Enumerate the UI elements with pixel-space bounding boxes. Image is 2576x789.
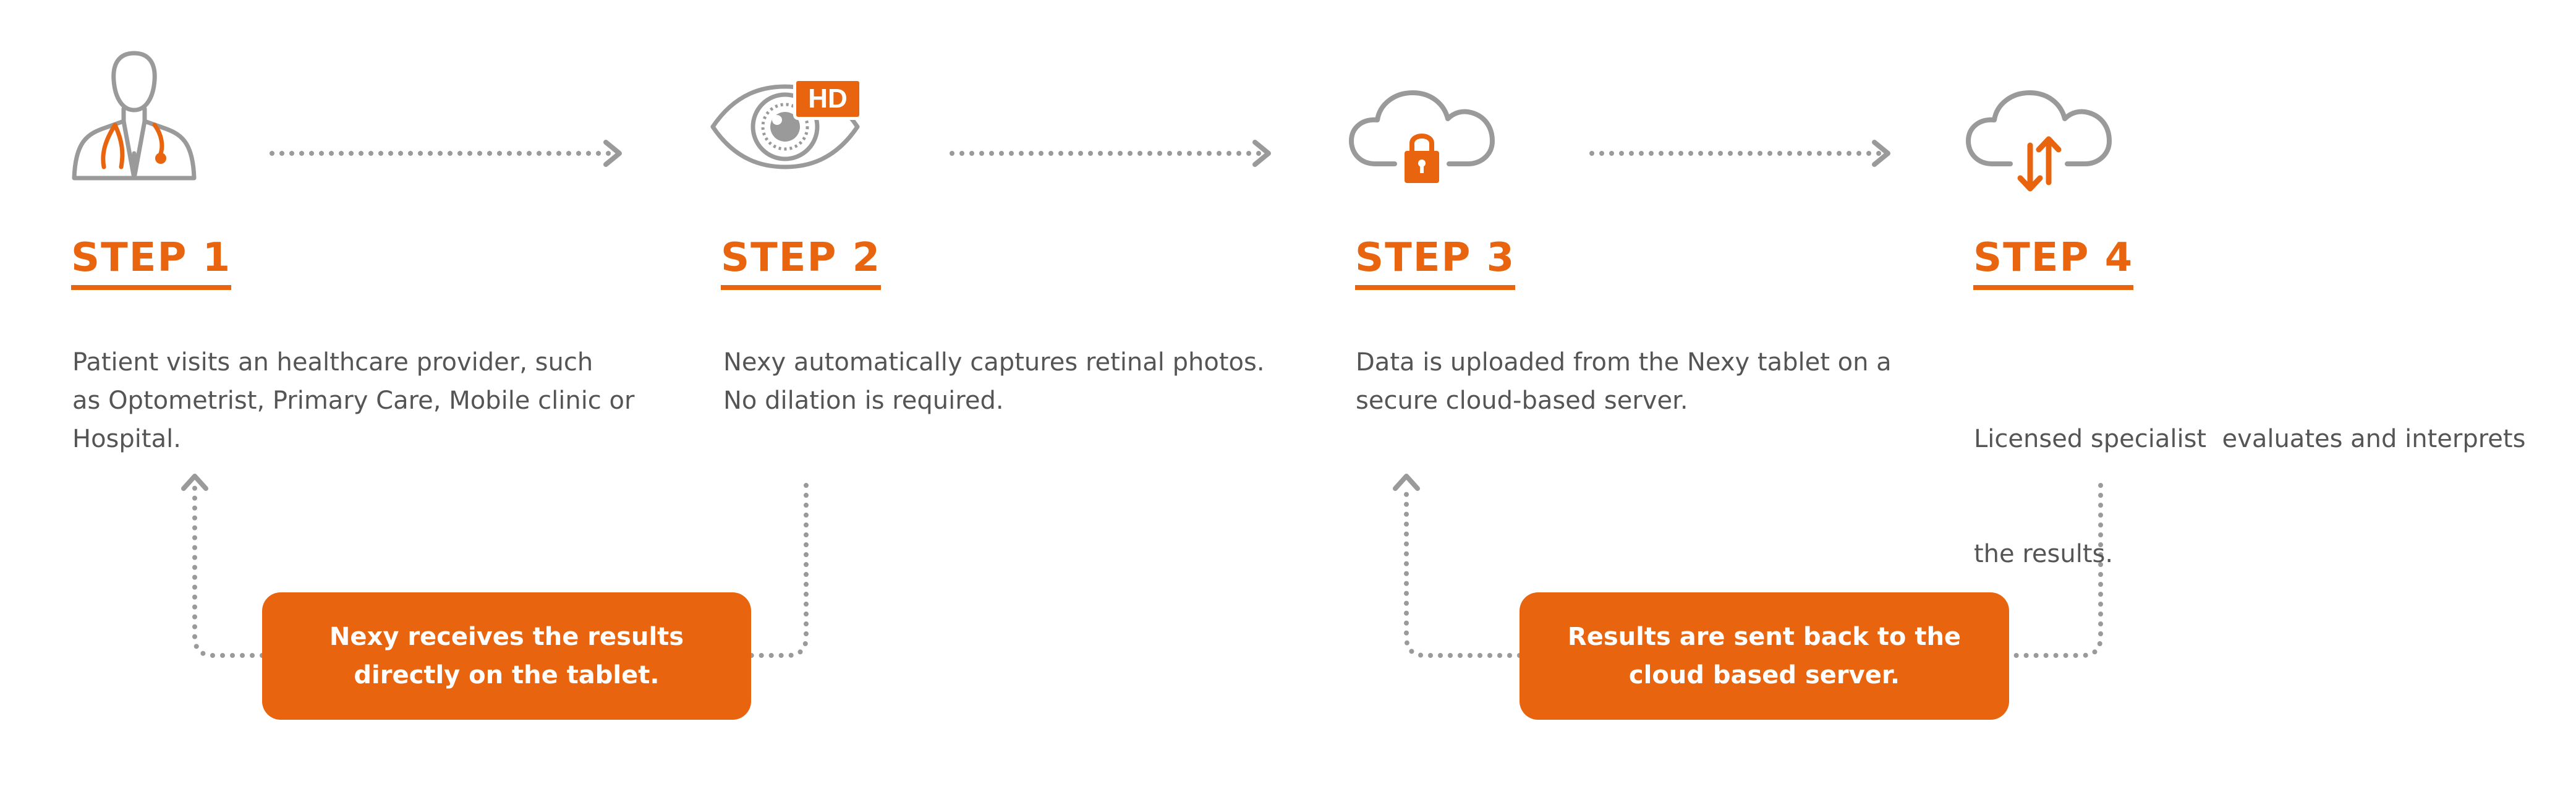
step-1-title: STEP 1 (71, 234, 232, 290)
arrow-step1-to-step2 (270, 140, 622, 167)
feedback-box-tablet: Nexy receives the results directly on th… (262, 592, 751, 720)
cloud-transfer-icon (1966, 90, 2112, 192)
feedback-box-line: directly on the tablet. (354, 661, 660, 689)
feedback-loop-left (181, 474, 809, 658)
eye-hd-icon: HD (708, 74, 862, 182)
step-2-title: STEP 2 (721, 234, 882, 290)
step-4-description: Licensed specialist evaluates and interp… (1974, 343, 2525, 612)
feedback-box-line: cloud based server. (1628, 661, 1900, 689)
step-2-description-line: Nexy automatically captures retinal phot… (723, 348, 1265, 377)
step-3-description-line: Data is uploaded from the Nexy tablet on… (1356, 348, 1892, 377)
step-3-title: STEP 3 (1355, 234, 1516, 290)
arrow-step3-to-step4 (1589, 140, 1890, 167)
feedback-loop-right (1393, 474, 2103, 658)
step-3-description-line: secure cloud-based server. (1356, 386, 1688, 415)
step-1-description-line: as Optometrist, Primary Care, Mobile cli… (72, 386, 635, 415)
step-4-description-line: the results. (1974, 540, 2114, 568)
doctor-icon (72, 51, 197, 181)
step-4-description-line: Licensed specialist evaluates and interp… (1974, 425, 2526, 453)
feedback-box-cloud: Results are sent back to the cloud based… (1520, 592, 2009, 720)
cloud-lock-icon (1349, 90, 1495, 183)
hd-badge: HD (793, 78, 862, 120)
feedback-box-line: Nexy receives the results (329, 623, 684, 651)
step-1-description-line: Patient visits an healthcare provider, s… (72, 348, 593, 377)
step-2-description: Nexy automatically captures retinal phot… (723, 343, 1265, 420)
step-3-description: Data is uploaded from the Nexy tablet on… (1356, 343, 1892, 420)
step-2-description-line: No dilation is required. (723, 386, 1004, 415)
step-1-description-line: Hospital. (72, 425, 181, 453)
step-1-description: Patient visits an healthcare provider, s… (72, 343, 634, 458)
arrow-step2-to-step3 (950, 140, 1271, 167)
step-4-title: STEP 4 (1973, 234, 2134, 290)
feedback-box-line: Results are sent back to the (1567, 623, 1962, 651)
